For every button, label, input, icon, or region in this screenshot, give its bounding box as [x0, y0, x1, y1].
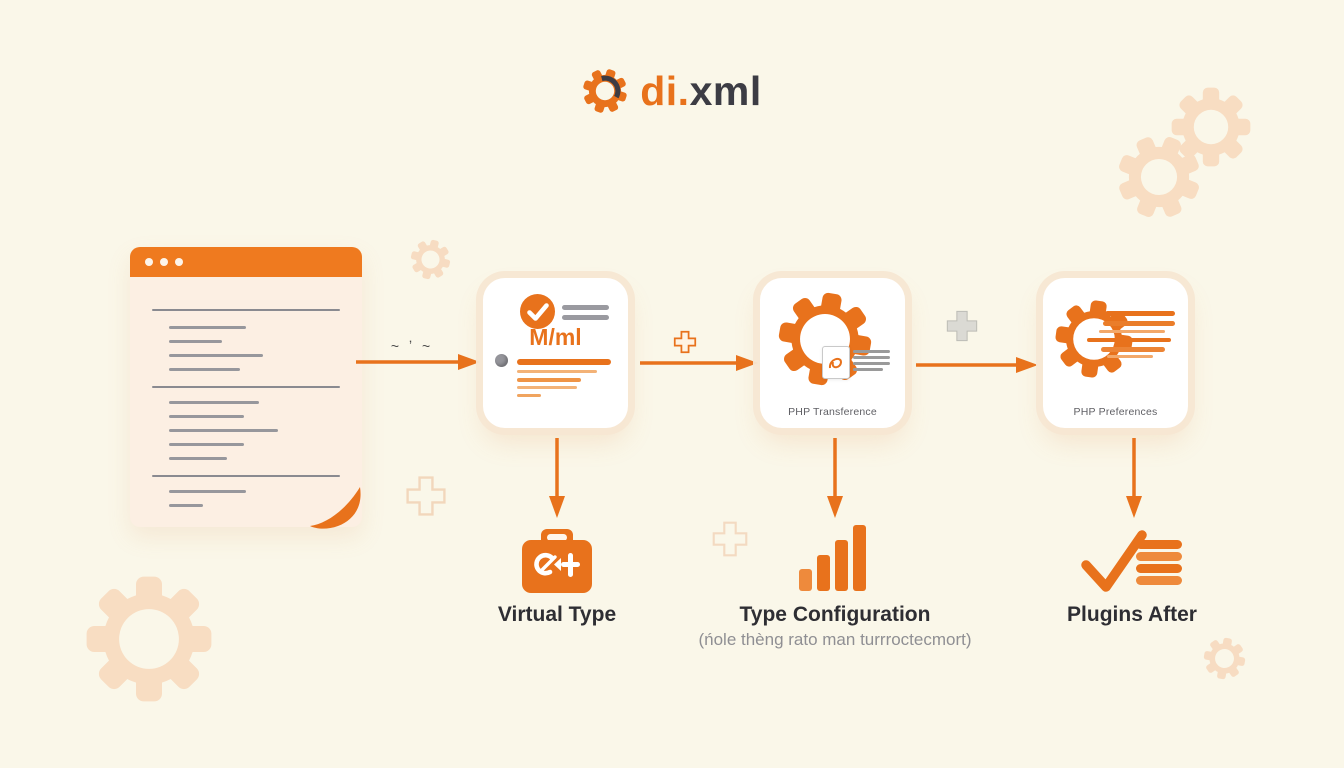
check-list-icon: [1081, 530, 1182, 592]
speed-line: [1105, 311, 1175, 316]
logo-text-secondary: xml: [689, 67, 762, 114]
flow-card-transference: PHP Transference: [760, 278, 905, 428]
squiggle-marks: ~ ʼ ~: [390, 338, 434, 354]
highlight-line: [517, 359, 611, 365]
card-title: PHP Transference: [788, 406, 877, 418]
check-circle-icon: [520, 294, 555, 329]
decorative-gear-icon: [1171, 87, 1251, 167]
text-line: [562, 315, 609, 320]
output-subtitle: (ńole thèng rato man turrroctecmort): [698, 630, 972, 649]
document-separator: [152, 309, 340, 311]
text-line: [853, 362, 890, 365]
flow-card-preferences: PHP Preferences: [1043, 278, 1188, 428]
text-line: [853, 356, 890, 359]
highlight-line: [517, 378, 581, 382]
output-title-virtual-type: Virtual Type: [497, 603, 617, 626]
text-line: [853, 350, 890, 353]
card-title: M/ml: [529, 324, 582, 350]
window-dot: [145, 258, 153, 266]
source-document: [130, 247, 362, 529]
down-arrow-icon: [549, 438, 565, 518]
document-line: [169, 457, 228, 460]
output-title-plugins-after: Plugins After: [1067, 603, 1197, 626]
mini-document-icon: [822, 346, 850, 379]
decorative-plus-icon: [712, 521, 748, 557]
decorative-gear-icon: [1105, 123, 1213, 231]
speed-line: [1087, 338, 1171, 342]
gear-icon: [582, 68, 629, 114]
window-dot: [175, 258, 183, 266]
down-arrow-icon: [827, 438, 843, 518]
document-line: [169, 429, 279, 432]
document-line: [169, 326, 247, 329]
logo: di.xml: [0, 68, 1344, 114]
text-line: [853, 368, 883, 371]
decorative-gear-icon: [406, 235, 455, 284]
logo-text: di.xml: [640, 67, 762, 114]
flow-card-xml: M/ml: [483, 278, 628, 428]
toolbox-icon: [522, 529, 592, 593]
output-title-type-configuration: Type Configuration: [739, 603, 931, 626]
speed-line: [1101, 347, 1165, 352]
window-dot: [160, 258, 168, 266]
document-separator: [152, 475, 340, 477]
flow-arrow-icon: [916, 357, 1038, 373]
document-line: [169, 368, 241, 371]
decorative-gear-icon: [86, 576, 212, 702]
highlight-line: [517, 370, 597, 373]
document-line: [169, 401, 260, 404]
document-header: [130, 247, 362, 277]
speed-line: [1107, 355, 1153, 358]
text-line: [562, 305, 609, 310]
flow-arrow-icon: [356, 354, 480, 370]
document-line: [169, 415, 245, 418]
gray-plus-icon: [946, 310, 978, 342]
document-line: [169, 340, 222, 343]
logo-text-primary: di.: [640, 67, 690, 114]
document-line: [169, 490, 247, 493]
decorative-gear-icon: [1200, 634, 1249, 683]
sparkle-plus-icon: [673, 330, 697, 354]
decorative-plus-icon: [406, 476, 446, 516]
speed-line: [1103, 321, 1175, 326]
highlight-line: [517, 386, 577, 389]
bullet-circle-icon: [495, 354, 508, 367]
page-curl-icon: [310, 487, 361, 529]
down-arrow-icon: [1126, 438, 1142, 518]
document-separator: [152, 386, 340, 388]
document-line: [169, 354, 263, 357]
flow-arrow-icon: [640, 355, 758, 371]
speed-line: [1099, 330, 1165, 333]
document-body: [152, 287, 340, 507]
bar-chart-icon: [799, 525, 866, 591]
card-title: PHP Preferences: [1073, 406, 1158, 418]
document-line: [169, 443, 245, 446]
highlight-line: [517, 394, 541, 397]
document-line: [169, 504, 203, 507]
